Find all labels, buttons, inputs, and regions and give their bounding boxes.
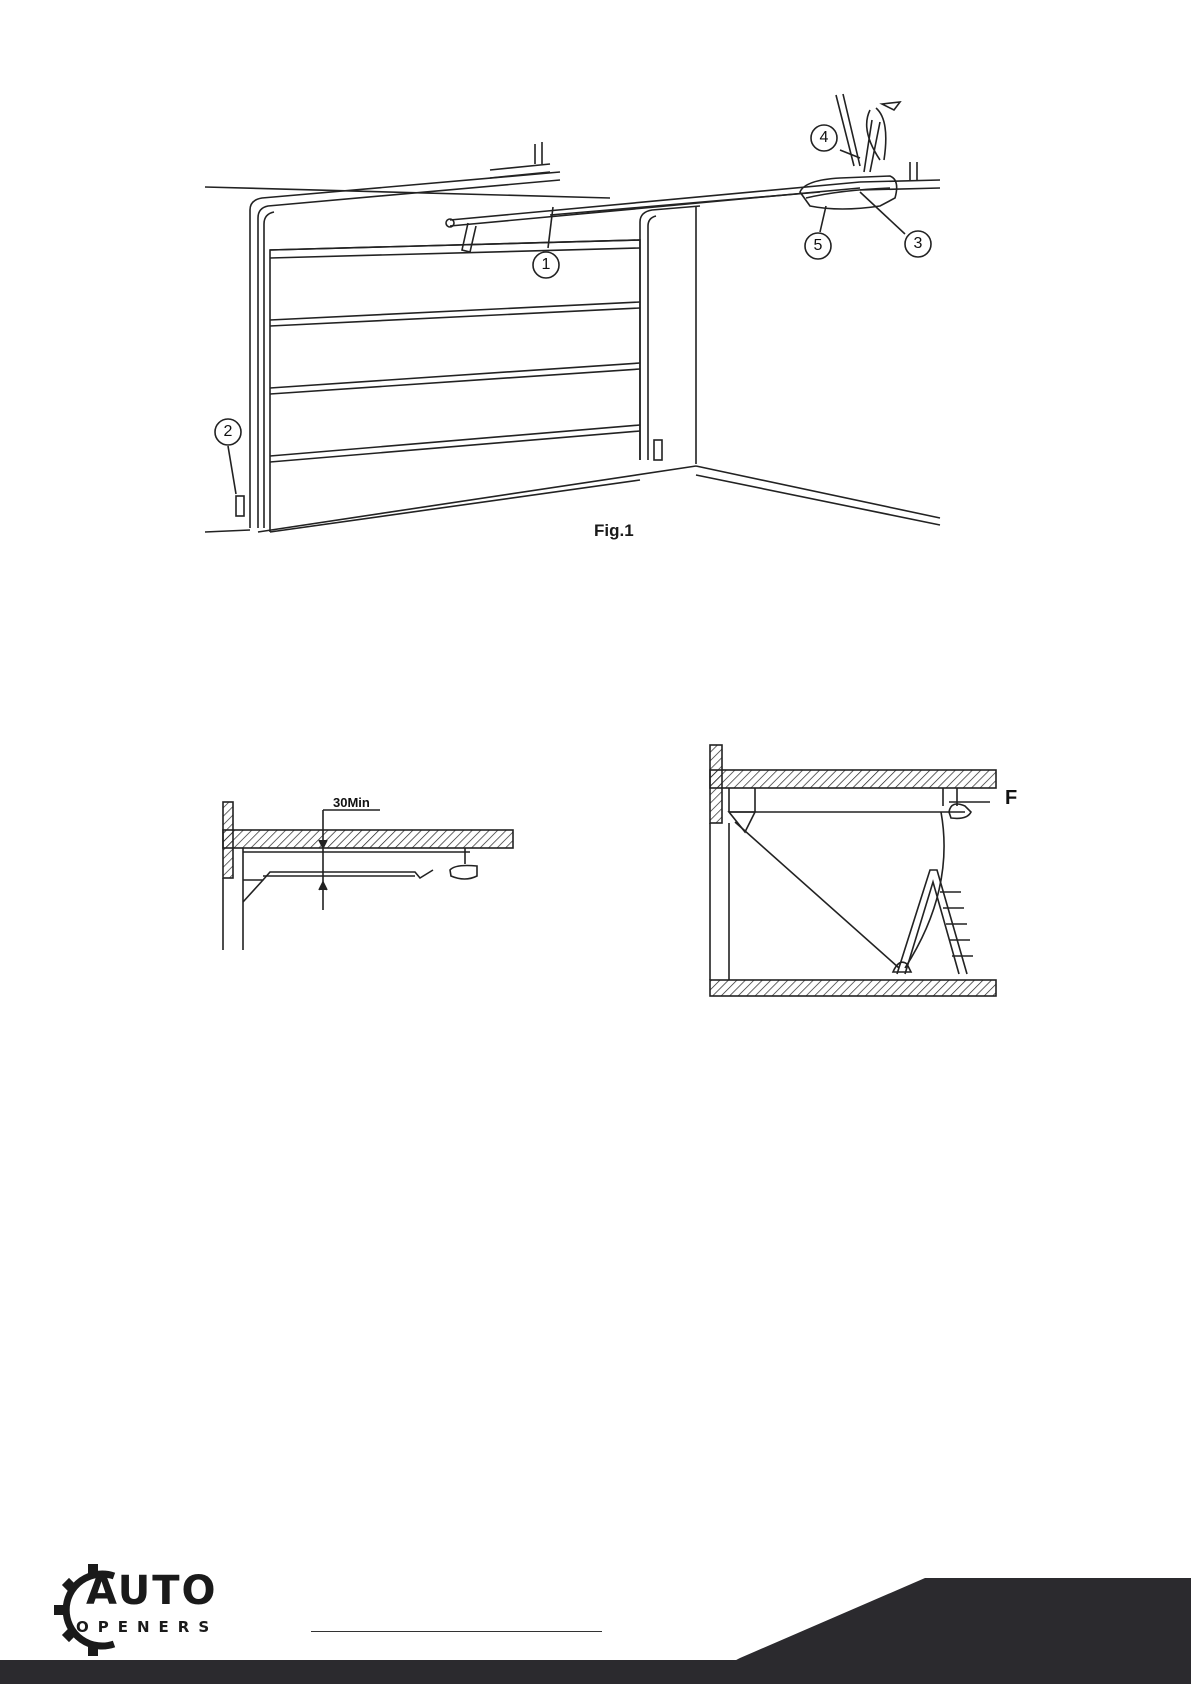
label-f: F — [1005, 787, 1017, 810]
clearance-dimension-label: 30Min — [333, 795, 370, 810]
callout-1: 1 — [533, 252, 559, 278]
callout-3: 3 — [905, 231, 931, 257]
footer-divider — [311, 1631, 602, 1632]
auto-openers-logo: AUTO OPENERS — [52, 1562, 252, 1658]
figure-2-clearance-diagram — [215, 790, 525, 960]
logo-text-auto: AUTO — [86, 1568, 218, 1614]
callout-2: 2 — [215, 419, 241, 445]
logo-text-openers: OPENERS — [76, 1618, 218, 1636]
figure-1-garage-door-illustration — [200, 80, 960, 550]
callout-4: 4 — [811, 125, 837, 151]
callout-5: 5 — [805, 233, 831, 259]
figure-1-caption: Fig.1 — [594, 521, 634, 541]
figure-3-release-diagram — [705, 740, 1005, 1000]
